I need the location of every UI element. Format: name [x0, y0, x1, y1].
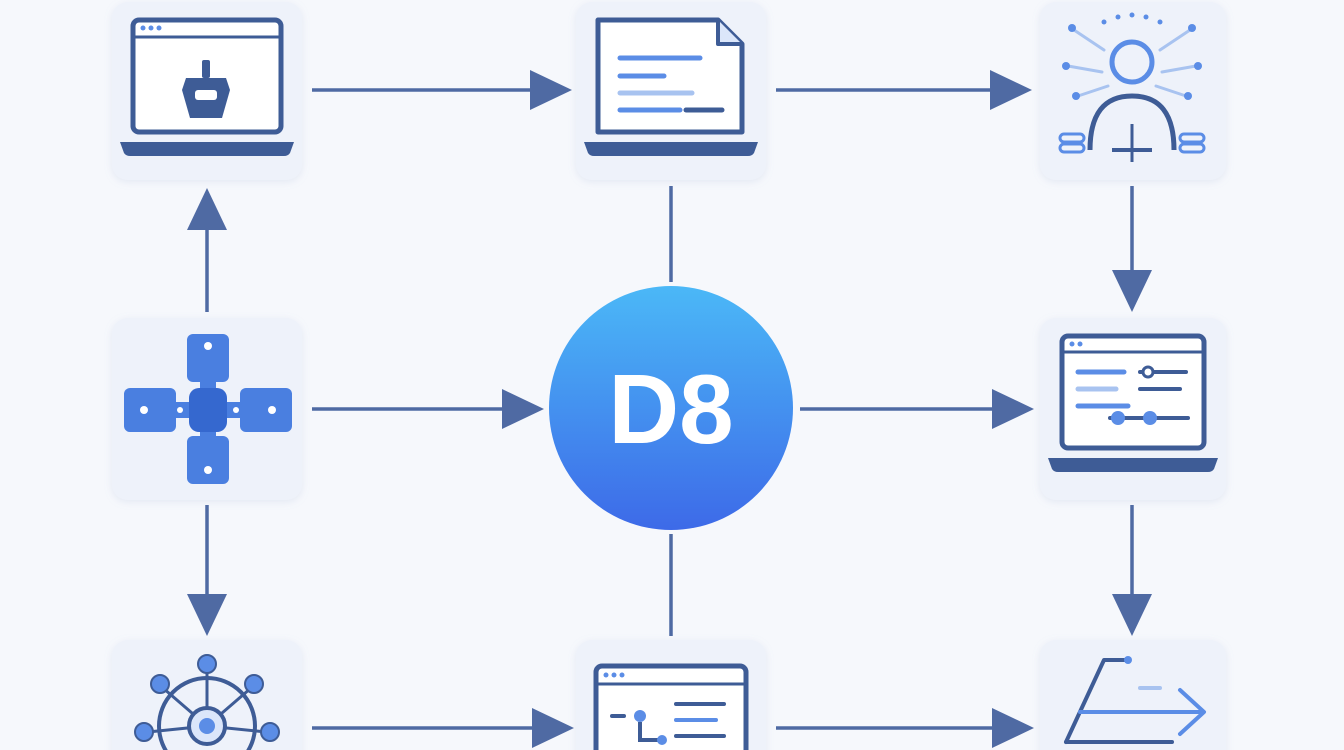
- window-workflow-icon: [593, 663, 749, 750]
- node-bottom-right[interactable]: [1040, 640, 1226, 750]
- arrow-bottom-center-to-bottom-right: [776, 708, 1034, 748]
- laptop-plug-icon: [120, 17, 294, 156]
- arrow-top-center-to-top-right: [776, 70, 1032, 110]
- user-network-icon: [1058, 12, 1206, 162]
- hub-label: D8: [608, 354, 733, 464]
- laptop-settings-icon: [1048, 333, 1218, 472]
- arrow-hub-to-mid-right: [800, 389, 1034, 429]
- branching-arrows-icon: [1064, 656, 1206, 744]
- arrow-mid-right-to-bottom-right: [1112, 505, 1152, 636]
- arrow-mid-left-to-top-left: [187, 188, 227, 312]
- arrow-mid-left-to-hub: [312, 389, 544, 429]
- network-hub-icon: [134, 654, 280, 750]
- arrow-top-right-to-mid-right: [1112, 186, 1152, 312]
- connector-cross-icon: [124, 334, 292, 484]
- hub-node[interactable]: D8: [549, 286, 793, 530]
- laptop-document-icon: [584, 17, 758, 156]
- arrow-mid-left-to-bottom-left: [187, 505, 227, 636]
- connectors: [187, 70, 1152, 748]
- arrow-bottom-left-to-bottom-center: [312, 708, 574, 748]
- arrow-top-left-to-top-center: [312, 70, 572, 110]
